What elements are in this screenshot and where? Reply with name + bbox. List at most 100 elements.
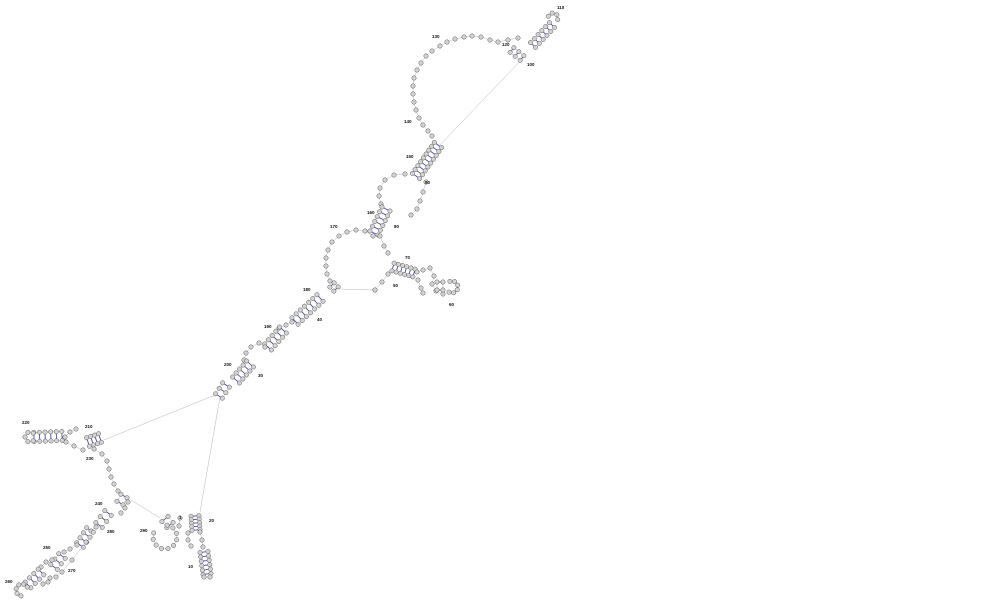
nucleotide bbox=[220, 380, 226, 386]
nucleotide bbox=[14, 590, 20, 596]
label-20: 20 bbox=[209, 518, 215, 523]
nucleotide bbox=[200, 544, 206, 550]
nucleotide bbox=[521, 53, 527, 59]
nucleotide bbox=[362, 228, 368, 234]
nucleotide bbox=[428, 160, 434, 166]
nucleotide bbox=[302, 303, 307, 309]
nucleotide bbox=[511, 45, 517, 51]
nucleotide-layer bbox=[13, 10, 561, 599]
label-40: 40 bbox=[317, 317, 323, 322]
nucleotide bbox=[171, 542, 177, 548]
nucleotide bbox=[201, 574, 207, 580]
nucleotide bbox=[99, 451, 105, 457]
nucleotide bbox=[397, 270, 403, 276]
nucleotide bbox=[423, 179, 429, 185]
label-260: 260 bbox=[5, 579, 13, 584]
nucleotide bbox=[406, 273, 412, 279]
label-140: 140 bbox=[404, 119, 412, 124]
nucleotide bbox=[516, 49, 522, 55]
nucleotide bbox=[329, 239, 335, 245]
nucleotide bbox=[71, 443, 77, 449]
nucleotide bbox=[150, 536, 156, 542]
nucleotide bbox=[93, 520, 99, 526]
label-70: 70 bbox=[405, 255, 411, 260]
nucleotide bbox=[277, 324, 283, 330]
nucleotide bbox=[539, 28, 545, 34]
nucleotide bbox=[159, 546, 165, 551]
nucleotide bbox=[42, 438, 48, 444]
nucleotide bbox=[327, 284, 333, 290]
nucleotide bbox=[535, 32, 541, 38]
nucleotide bbox=[454, 287, 460, 293]
nucleotide bbox=[420, 155, 426, 161]
nucleotide bbox=[16, 582, 22, 588]
nucleotide bbox=[418, 159, 424, 165]
nucleotide bbox=[382, 218, 388, 224]
nucleotide bbox=[21, 581, 26, 587]
nucleotide bbox=[205, 549, 211, 554]
nucleotide bbox=[548, 28, 554, 34]
nucleotide bbox=[376, 193, 382, 199]
nucleotide bbox=[165, 513, 171, 519]
nucleotide bbox=[106, 466, 112, 472]
nucleotide bbox=[54, 438, 60, 444]
nucleotide bbox=[336, 233, 342, 239]
nucleotide bbox=[80, 447, 86, 453]
nucleotide bbox=[69, 557, 75, 563]
nucleotide bbox=[323, 263, 329, 269]
nucleotide bbox=[236, 380, 242, 386]
nucleotide bbox=[377, 185, 383, 191]
label-190: 190 bbox=[264, 324, 272, 329]
nucleotide bbox=[170, 519, 176, 525]
nucleotide bbox=[452, 279, 458, 285]
nucleotide bbox=[80, 530, 86, 536]
nucleotide bbox=[289, 319, 295, 325]
nucleotide bbox=[413, 107, 419, 113]
backbone-connector bbox=[199, 396, 221, 513]
nucleotide bbox=[372, 287, 378, 293]
nucleotide bbox=[367, 228, 373, 234]
nucleotide bbox=[30, 438, 36, 444]
nucleotide bbox=[73, 426, 79, 432]
nucleotide bbox=[335, 284, 341, 290]
nucleotide bbox=[250, 364, 256, 370]
nucleotide bbox=[91, 446, 97, 452]
nucleotide bbox=[408, 265, 414, 271]
nucleotide bbox=[385, 271, 391, 277]
nucleotide bbox=[27, 575, 32, 581]
nucleotide bbox=[540, 36, 546, 42]
nucleotide bbox=[431, 139, 437, 145]
nucleotide bbox=[299, 318, 305, 323]
nucleotide bbox=[507, 49, 513, 55]
nucleotide bbox=[410, 274, 416, 280]
nucleotide bbox=[37, 576, 42, 582]
nucleotide bbox=[425, 128, 431, 134]
nucleotide bbox=[374, 214, 380, 220]
label-250: 250 bbox=[43, 545, 51, 550]
nucleotide bbox=[487, 37, 493, 43]
label-240: 240 bbox=[95, 501, 103, 506]
nucleotide bbox=[213, 391, 219, 397]
nucleotide bbox=[185, 530, 191, 536]
nucleotide bbox=[439, 145, 445, 151]
nucleotide bbox=[297, 307, 303, 313]
nucleotide bbox=[414, 67, 420, 73]
nucleotide bbox=[429, 48, 435, 54]
nucleotide bbox=[151, 530, 157, 536]
nucleotide bbox=[389, 268, 395, 274]
nucleotide bbox=[402, 171, 408, 177]
nucleotide bbox=[429, 281, 435, 287]
nucleotide bbox=[417, 198, 423, 204]
nucleotide bbox=[37, 438, 43, 444]
nucleotide bbox=[402, 272, 407, 277]
nucleotide bbox=[49, 557, 55, 563]
nucleotide bbox=[293, 311, 299, 317]
nucleotide bbox=[22, 434, 28, 440]
nucleotide bbox=[230, 374, 236, 380]
nucleotide bbox=[53, 429, 59, 435]
nucleotide bbox=[431, 273, 437, 279]
nucleotide bbox=[478, 34, 484, 40]
label-230: 230 bbox=[86, 456, 94, 461]
nucleotide bbox=[552, 24, 557, 30]
nucleotide bbox=[207, 562, 213, 568]
